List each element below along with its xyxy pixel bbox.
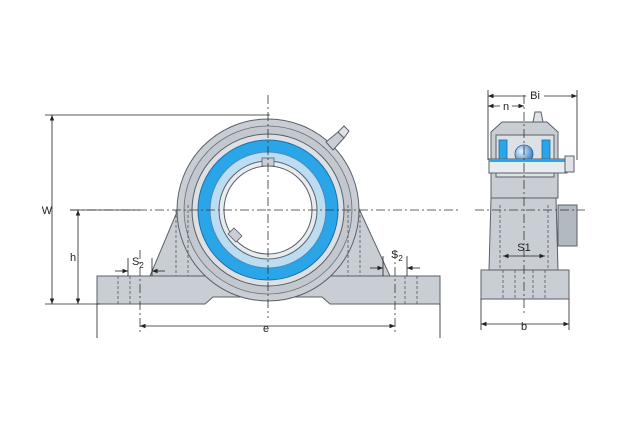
dim-label-S2-left: S2: [132, 256, 144, 270]
dim-label-Bi: Bi: [530, 90, 540, 102]
grease-nipple: [325, 125, 350, 151]
side-set-screw: [564, 155, 575, 173]
dim-label-n: n: [503, 101, 509, 113]
dim-label-h: h: [70, 252, 76, 264]
side-grease-nipple: [532, 111, 544, 123]
side-inner-ring-blue: [489, 159, 567, 162]
inner-ring-slot-bottom: [227, 227, 243, 243]
side-pedestal-step: [557, 204, 578, 247]
front-view: W h S2 S2 e: [42, 95, 460, 338]
side-view: Bi n S1 b: [475, 89, 585, 333]
side-pedestal: [488, 197, 559, 271]
dim-label-S2-right: S2: [391, 249, 403, 263]
dim-label-S1: S1: [517, 242, 530, 254]
dim-label-e: e: [263, 323, 269, 335]
dim-label-W: W: [42, 205, 53, 217]
side-base: [480, 269, 570, 300]
dim-label-b: b: [521, 321, 527, 333]
